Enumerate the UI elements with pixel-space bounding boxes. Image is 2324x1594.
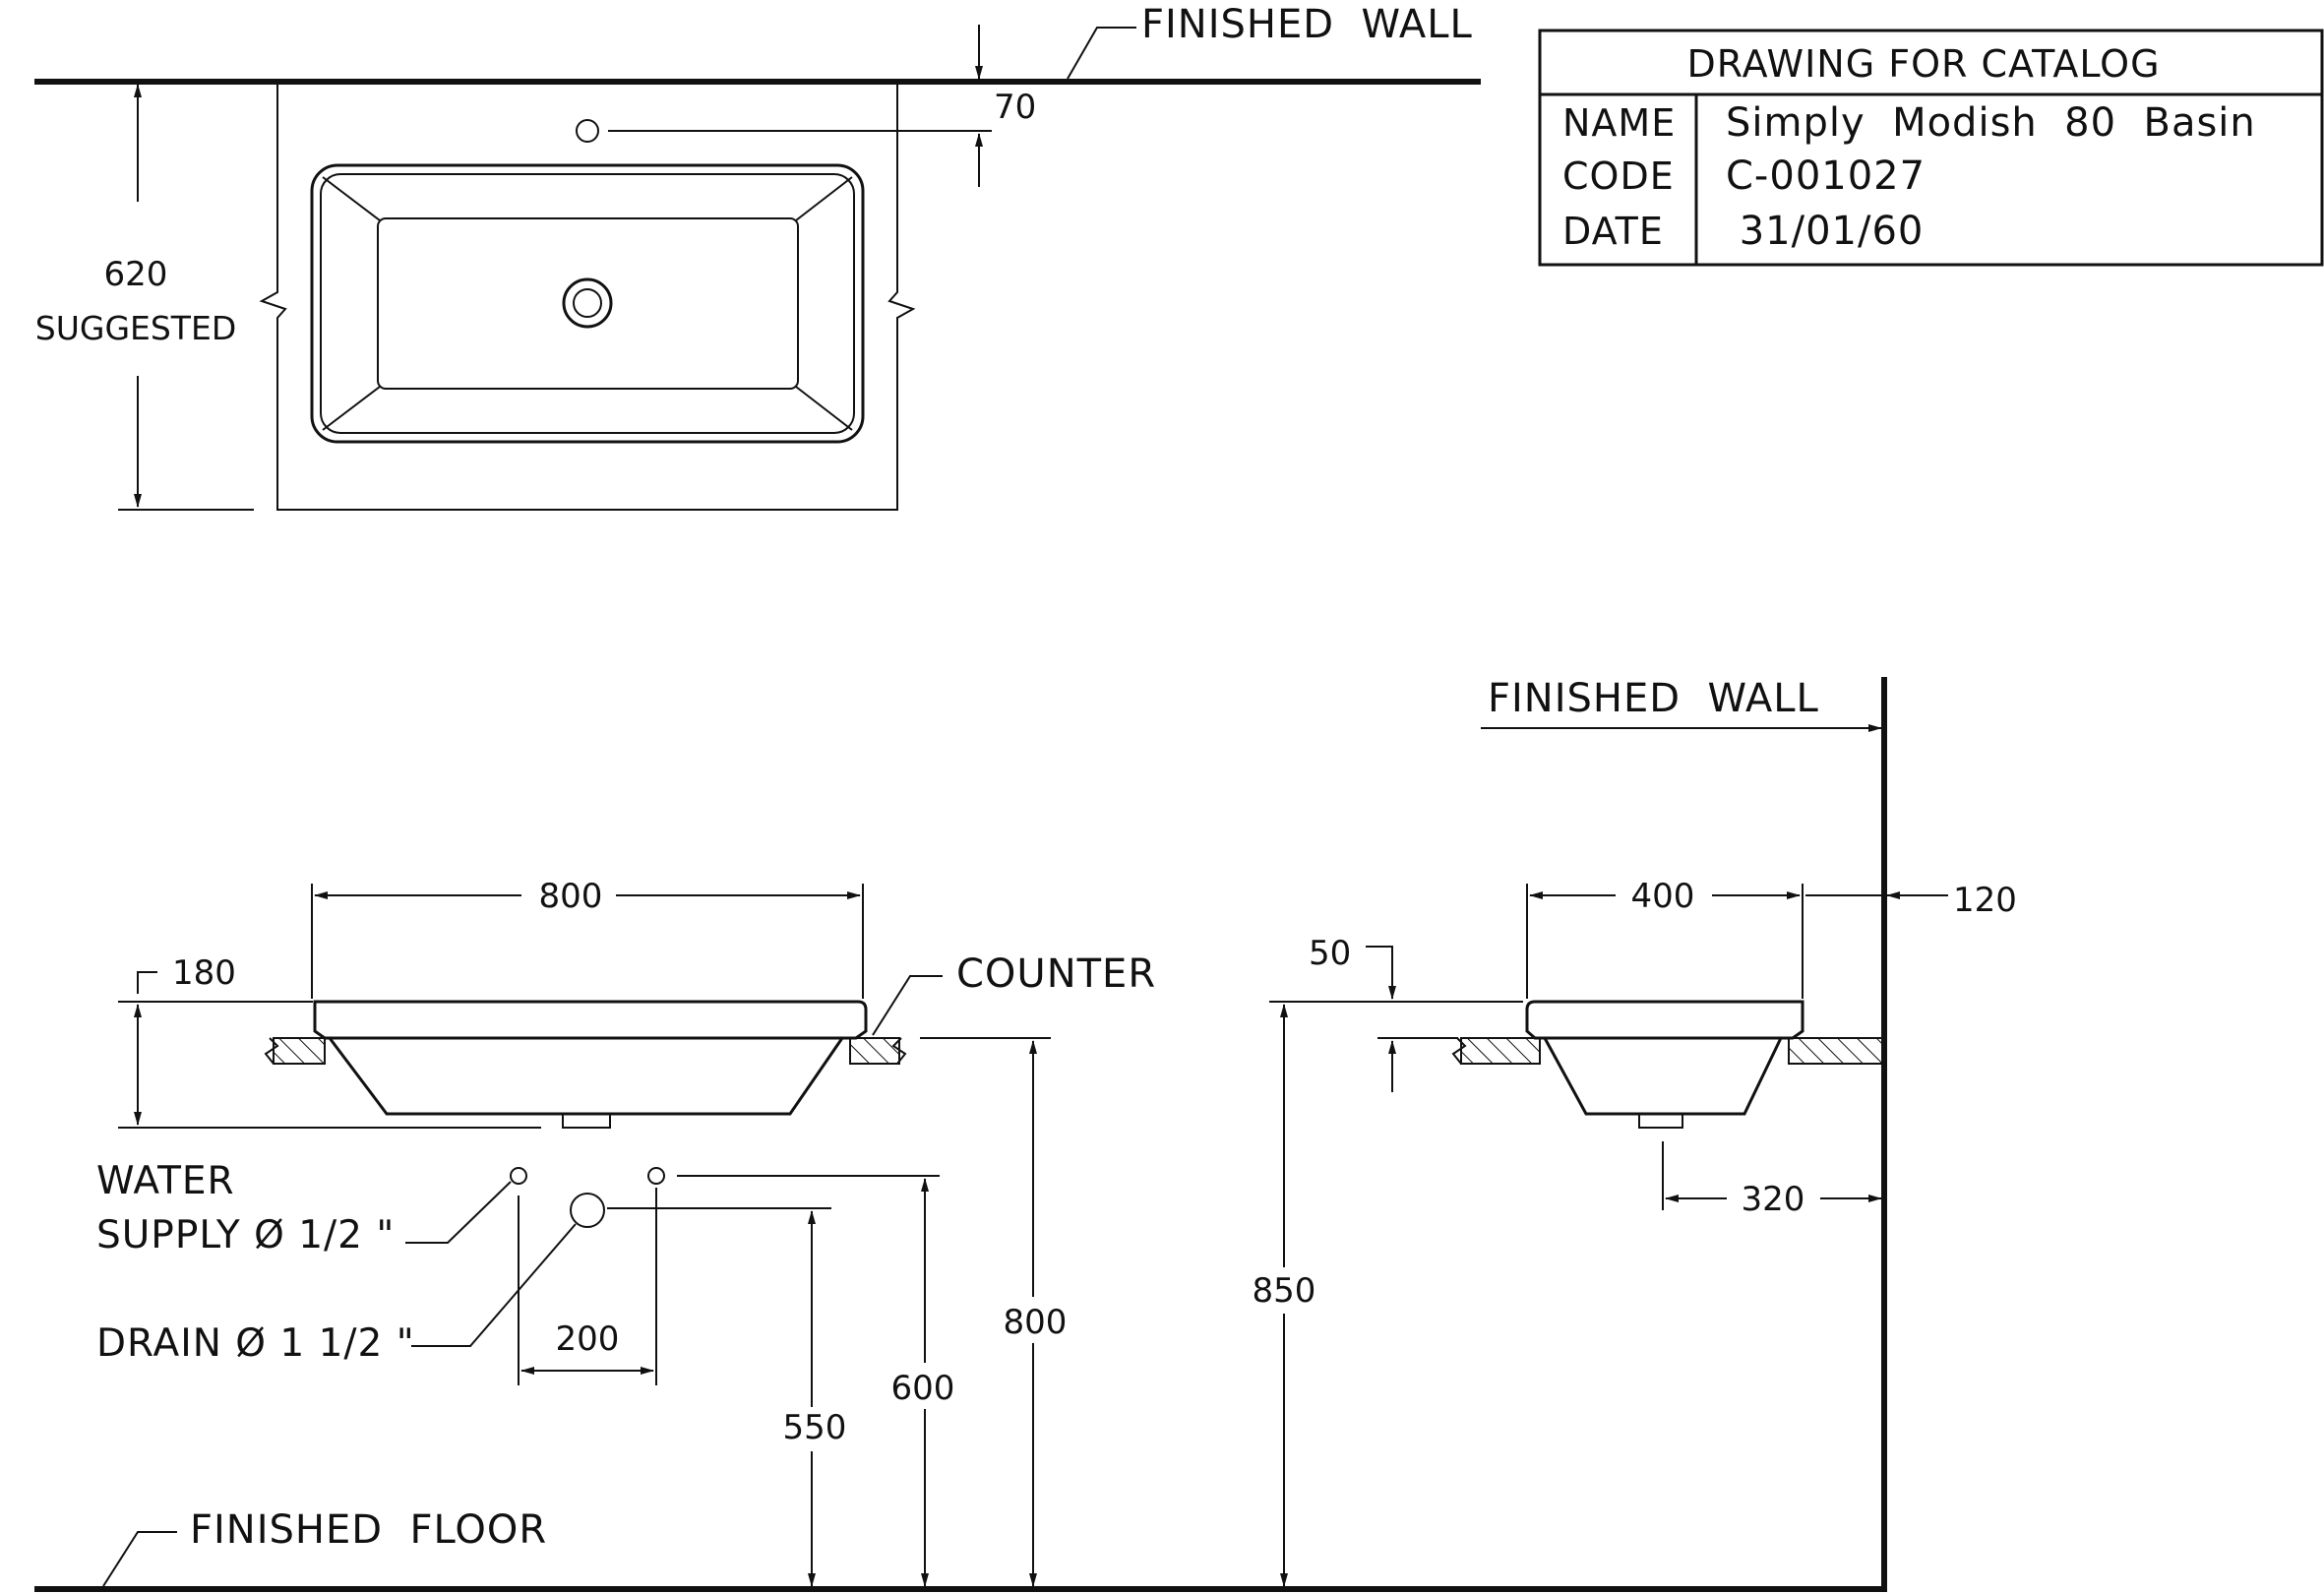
- name-label: NAME: [1562, 101, 1676, 145]
- name-value: Simply Modish 80 Basin: [1726, 100, 2256, 146]
- drain-pipe-icon: [570, 1193, 605, 1228]
- finished-floor-label: FINISHED FLOOR: [190, 1507, 547, 1553]
- dim-70-label: 70: [994, 88, 1036, 127]
- title-block: DRAWING FOR CATALOG NAME Simply Modish 8…: [1538, 29, 2324, 267]
- plan-counter-outline: [259, 82, 916, 511]
- plan-basin-rim: [320, 173, 855, 434]
- water-supply-label-line1: WATER: [96, 1159, 235, 1203]
- finished-floor-leader: [102, 1531, 177, 1587]
- plan-wall-leader: [1067, 27, 1136, 80]
- side-basin-rim: [1525, 1000, 1804, 1040]
- water-supply-leader: [405, 1181, 512, 1244]
- counter-label: COUNTER: [956, 951, 1156, 997]
- dim-800-width-label: 800: [539, 877, 603, 916]
- plan-drain-icon: [562, 277, 613, 329]
- plan-view: FINISHED WALL 70 620 SUGGESTED: [34, 2, 1481, 511]
- plan-finished-wall-label: FINISHED WALL: [1141, 2, 1473, 47]
- side-counter-right: [1788, 1037, 1885, 1065]
- plan-bowl-corner: [322, 176, 381, 221]
- side-counter-left: [1460, 1037, 1541, 1065]
- plan-bowl-corner: [322, 386, 381, 431]
- title-block-frame: [1538, 29, 2324, 267]
- drain-leader: [411, 1223, 577, 1347]
- dim-400-label: 400: [1631, 877, 1695, 916]
- dim-800-height-label: 800: [1004, 1303, 1068, 1342]
- dim-50-label: 50: [1309, 934, 1351, 973]
- front-basin-bowl: [328, 1037, 844, 1116]
- front-basin-rim: [313, 1000, 868, 1040]
- front-drain-outlet: [562, 1113, 611, 1129]
- dim-180-leader: [137, 971, 157, 994]
- dim-180-label: 180: [172, 953, 236, 993]
- side-view: FINISHED WALL 400 120 50 850 320: [1253, 676, 2017, 1592]
- dim-620-label: 620: [104, 255, 168, 294]
- front-counter-left: [273, 1037, 326, 1065]
- dim-320-label: 320: [1742, 1180, 1805, 1219]
- date-value: 31/01/60: [1726, 209, 1924, 254]
- dim-suggested-label: SUGGESTED: [35, 309, 236, 347]
- dim-550-label: 550: [783, 1408, 847, 1447]
- front-counter-break-right: [891, 1037, 907, 1065]
- water-supply-left-icon: [510, 1167, 527, 1185]
- date-label: DATE: [1562, 210, 1664, 253]
- dim-200-label: 200: [556, 1319, 620, 1359]
- plan-bowl-corner: [795, 386, 853, 431]
- plan-basin-bowl: [377, 217, 799, 390]
- side-drain-outlet: [1638, 1113, 1683, 1129]
- front-counter-break-left: [264, 1037, 279, 1065]
- plan-bowl-corner: [795, 176, 853, 221]
- water-supply-right-icon: [647, 1167, 665, 1185]
- counter-leader: [872, 975, 943, 1036]
- dim-120-label: 120: [1953, 881, 2017, 920]
- front-view: 800 180 COUNTER 200 WATER SUP: [96, 877, 1156, 1587]
- finished-floor: FINISHED FLOOR: [34, 1507, 1887, 1592]
- side-basin-bowl: [1543, 1037, 1783, 1116]
- plan-drain-inner-icon: [573, 288, 602, 318]
- code-label: CODE: [1562, 154, 1675, 198]
- plan-tap-hole-icon: [576, 119, 599, 143]
- title-block-heading: DRAWING FOR CATALOG: [1686, 42, 2160, 86]
- plan-basin-outer: [310, 163, 865, 444]
- dim-850-label: 850: [1253, 1271, 1316, 1311]
- drain-label: DRAIN Ø 1 1/2 ": [96, 1321, 415, 1366]
- dim-50-arrow-top: [1366, 946, 1396, 1000]
- dim-600-label: 600: [891, 1369, 955, 1408]
- water-supply-label-line2: SUPPLY Ø 1/2 ": [96, 1213, 395, 1257]
- side-finished-wall-label: FINISHED WALL: [1488, 676, 1819, 721]
- front-counter-right: [849, 1037, 900, 1065]
- code-value: C-001027: [1726, 153, 1926, 199]
- side-counter-break: [1451, 1037, 1467, 1065]
